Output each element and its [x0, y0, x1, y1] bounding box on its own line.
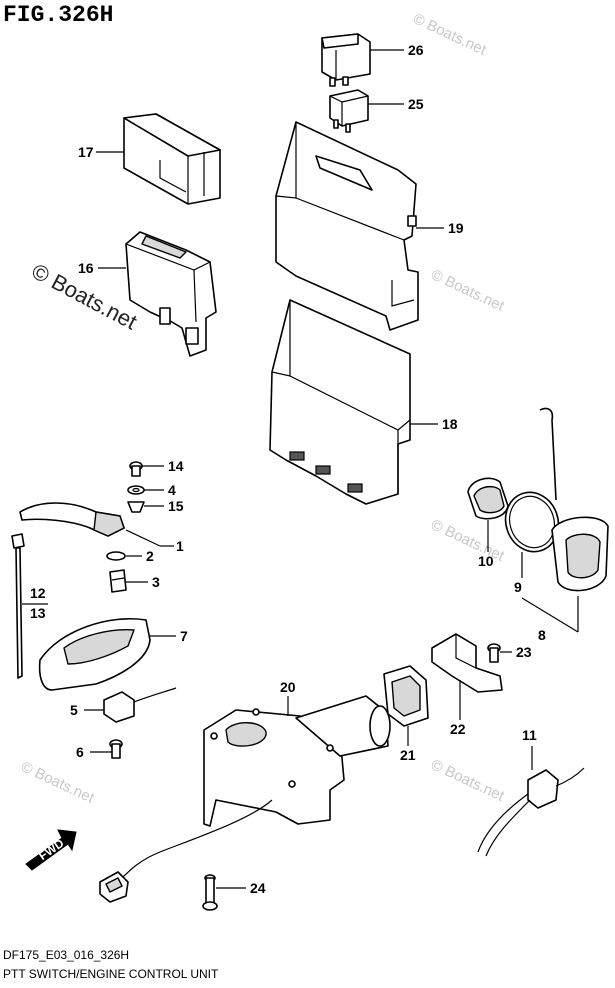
part-10-plate[interactable]: [467, 477, 509, 520]
callout-15: 15: [168, 498, 184, 514]
part-15-grommet[interactable]: [127, 501, 145, 513]
callout-7: 7: [180, 628, 188, 644]
part-12-cable-tie[interactable]: [11, 533, 25, 679]
part-14-bolt[interactable]: [129, 461, 143, 477]
callout-20: 20: [280, 679, 296, 695]
watermarks: © Boats.net © Boats.net © Boats.net © Bo…: [18, 10, 507, 807]
callout-8: 8: [538, 627, 546, 643]
part-11-harness[interactable]: [477, 767, 585, 857]
callout-10: 10: [478, 553, 494, 569]
part-22-bracket[interactable]: [431, 633, 503, 693]
callout-5: 5: [70, 702, 78, 718]
part-9-o-ring[interactable]: [498, 485, 566, 558]
figure-title: FIG.326H: [3, 2, 114, 28]
callout-12: 12: [30, 585, 46, 601]
part-23-bolt[interactable]: [487, 643, 501, 663]
callout-1: 1: [176, 538, 184, 554]
callout-2: 2: [146, 548, 154, 564]
part-7-cover[interactable]: [38, 617, 151, 691]
callout-16: 16: [78, 260, 94, 276]
footer-code: DF175_E03_016_326H: [3, 948, 130, 962]
callout-17: 17: [78, 144, 94, 160]
part-19-ecu-cover[interactable]: [275, 121, 419, 331]
callout-18: 18: [442, 416, 458, 432]
part-25-relay[interactable]: [329, 89, 369, 133]
callout-23: 23: [516, 644, 532, 660]
part-21-grommet[interactable]: [383, 665, 429, 727]
part-2-o-ring: [106, 551, 126, 561]
part-3-clip[interactable]: [109, 569, 127, 593]
watermark: © Boats.net: [428, 516, 507, 565]
footer-title: PTT SWITCH/ENGINE CONTROL UNIT: [3, 967, 219, 981]
callout-4: 4: [168, 482, 176, 498]
callout-19: 19: [448, 220, 464, 236]
part-20-ptt-motor[interactable]: [121, 695, 391, 879]
part-18-ecu[interactable]: [269, 299, 411, 505]
part-16-connector[interactable]: [125, 231, 217, 357]
part-4-washer[interactable]: [127, 485, 145, 495]
callout-13: 13: [30, 605, 46, 621]
callout-9: 9: [514, 579, 522, 595]
callout-6: 6: [76, 744, 84, 760]
watermark: © Boats.net: [428, 756, 507, 805]
part-1-ptt-switch-assembly[interactable]: [19, 502, 126, 561]
callout-26: 26: [408, 42, 424, 58]
part-6-screw[interactable]: [109, 739, 123, 759]
part-24-bolt[interactable]: [202, 874, 218, 911]
callout-22: 22: [450, 721, 466, 737]
motor-connector[interactable]: [99, 871, 129, 903]
callout-25: 25: [408, 96, 424, 112]
callout-24: 24: [250, 880, 266, 896]
fwd-arrow-icon: FWD: [25, 829, 77, 871]
part-5-sender[interactable]: [103, 687, 177, 723]
part-26-relay[interactable]: [321, 33, 371, 87]
watermark: © Boats.net: [428, 266, 507, 315]
part-8-switch[interactable]: [539, 407, 609, 592]
callout-3: 3: [152, 574, 160, 590]
callout-14: 14: [168, 458, 184, 474]
watermark: © Boats.net: [18, 758, 97, 807]
callout-21: 21: [400, 747, 416, 763]
part-17-cover[interactable]: [123, 113, 221, 205]
callout-11: 11: [522, 727, 537, 743]
